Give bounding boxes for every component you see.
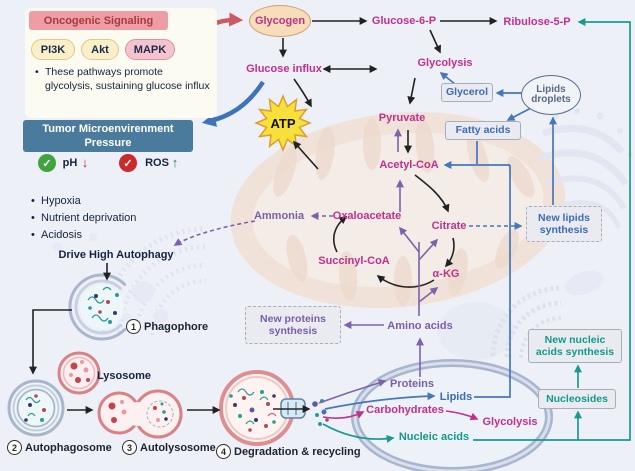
oncogenic-bullet: These pathways promote glycolysis, susta… [34, 66, 210, 93]
lipids-droplets-node: Lipids droplets [521, 75, 581, 115]
tumor-bullet-hypoxia: Hypoxia [30, 193, 136, 210]
lysosome-illustration [57, 351, 101, 395]
fatty-acids-box: Fatty acids [445, 121, 521, 140]
degradation-vesicle-illustration [219, 370, 329, 446]
step-label: Degradation & recycling [234, 445, 361, 458]
glucose-6-p-label: Glucose-6-P [371, 14, 437, 27]
ph-label: pH [62, 156, 78, 169]
tumor-bullet-acidosis: Acidosis [30, 227, 136, 244]
glycolysis-label: Glycolysis [417, 56, 473, 69]
atp-label: ATP [270, 115, 296, 131]
step-label: Autophagosome [25, 441, 112, 454]
step-autophagosome: 2 Autophagosome [7, 440, 112, 455]
citrate-label: Citrate [431, 219, 467, 232]
ph-down-arrow: ↓ [81, 154, 89, 170]
oncogenic-signaling-panel: Oncogenic Signaling PI3K Akt MAPK These … [25, 8, 217, 118]
check-icon: ✓ [119, 154, 137, 172]
ros-up-arrow: ↑ [171, 154, 179, 170]
pathway-pill-akt: Akt [81, 39, 119, 60]
glycogen-node: Glycogen [249, 5, 311, 37]
glycogen-label: Glycogen [254, 15, 306, 27]
acetyl-coa-label: Acetyl-CoA [379, 158, 439, 171]
pyruvate-label: Pyruvate [378, 111, 426, 124]
new-proteins-synthesis-box: New proteins synthesis [245, 306, 341, 344]
ammonia-label: Ammonia [253, 209, 305, 222]
proteins-label: Proteins [389, 377, 435, 390]
oxaloacetate-label: Oxaloacetate [332, 209, 402, 222]
autophagosome-illustration [7, 379, 65, 437]
amino-acids-label: Amino acids [387, 319, 453, 332]
succinyl-coa-label: Succinyl-CoA [318, 254, 390, 267]
glycolysis-bottom-label: Glycolysis [482, 415, 538, 428]
glycerol-box: Glycerol [441, 83, 493, 102]
glucose-influx-label: Glucose influx [246, 62, 322, 75]
check-icon: ✓ [38, 154, 56, 172]
phagophore-illustration [68, 273, 127, 341]
step-label: Phagophore [144, 320, 209, 333]
nucleic-acids-label: Nucleic acids [398, 430, 470, 443]
tumor-panel-title: Tumor Microenvirenment Pressure [23, 120, 193, 152]
background-vesicles [52, 233, 168, 323]
new-lipids-synthesis-box: New lipids synthesis [526, 206, 602, 242]
step-number-badge: 2 [7, 440, 22, 455]
step-number-badge: 1 [126, 319, 141, 334]
nucleosides-box: Nucleosides [538, 389, 616, 409]
oncogenic-panel-title: Oncogenic Signaling [29, 11, 168, 30]
step-degradation: 4 Degradation & recycling [216, 444, 361, 459]
ros-label: ROS [145, 156, 169, 169]
step-autolysosome: 3 Autolysosome [122, 440, 216, 455]
step-number-badge: 3 [122, 440, 137, 455]
lysosome-label: Lysosome [96, 369, 152, 382]
pathway-pill-pi3k: PI3K [31, 39, 75, 60]
drive-high-autophagy-label: Drive High Autophagy [58, 248, 174, 261]
carbohydrates-label: Carbohydrates [366, 403, 444, 416]
autolysosome-illustration [97, 389, 183, 439]
step-number-badge: 4 [216, 444, 231, 459]
transporter-channel [280, 398, 306, 419]
alpha-kg-label: α-KG [432, 267, 460, 280]
new-nucleic-acids-synthesis-box: New nucleic acids synthesis [528, 329, 622, 363]
step-phagophore: 1 Phagophore [126, 319, 208, 334]
ribulose-5-p-label: Ribulose-5-P [503, 15, 571, 28]
lipids-label: Lipids [439, 390, 473, 403]
pathway-pill-mapk: MAPK [125, 39, 175, 60]
step-label: Autolysosome [140, 441, 216, 454]
tumor-bullet-nutrient: Nutrient deprivation [30, 210, 136, 227]
